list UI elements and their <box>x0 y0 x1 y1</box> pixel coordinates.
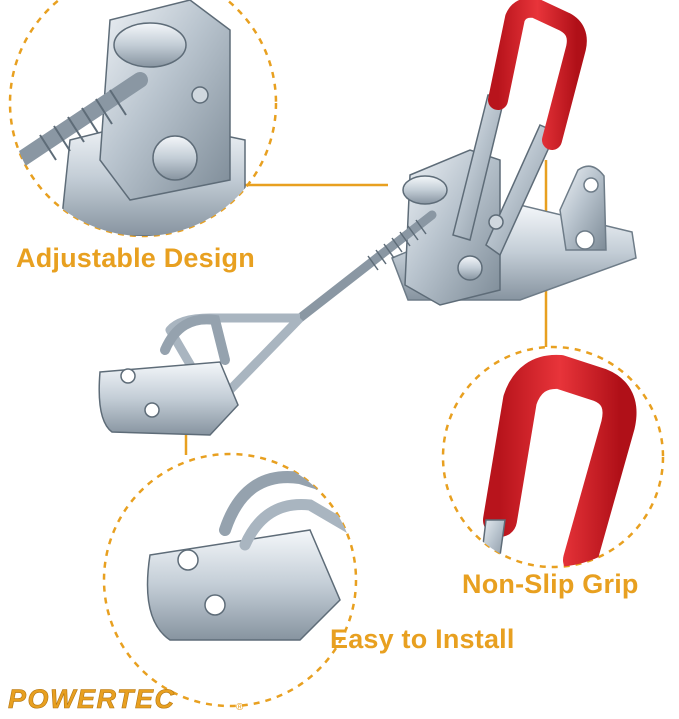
brand-wordmark: POWERTEC <box>8 684 176 714</box>
zoom-grip <box>479 354 637 567</box>
brand-logo: POWERTEC ® <box>8 684 244 714</box>
callout-label-adjustable: Adjustable Design <box>16 243 255 273</box>
callout-ring-grip <box>441 345 665 569</box>
callout-label-non-slip: Non-Slip Grip <box>462 569 639 599</box>
registered-mark: ® <box>236 702 244 713</box>
zoom-adjustable <box>10 0 246 236</box>
callout-ring-install <box>102 452 358 708</box>
callout-label-install: Easy to Install <box>330 624 515 654</box>
zoom-install <box>146 471 356 641</box>
main-latch <box>98 0 637 436</box>
